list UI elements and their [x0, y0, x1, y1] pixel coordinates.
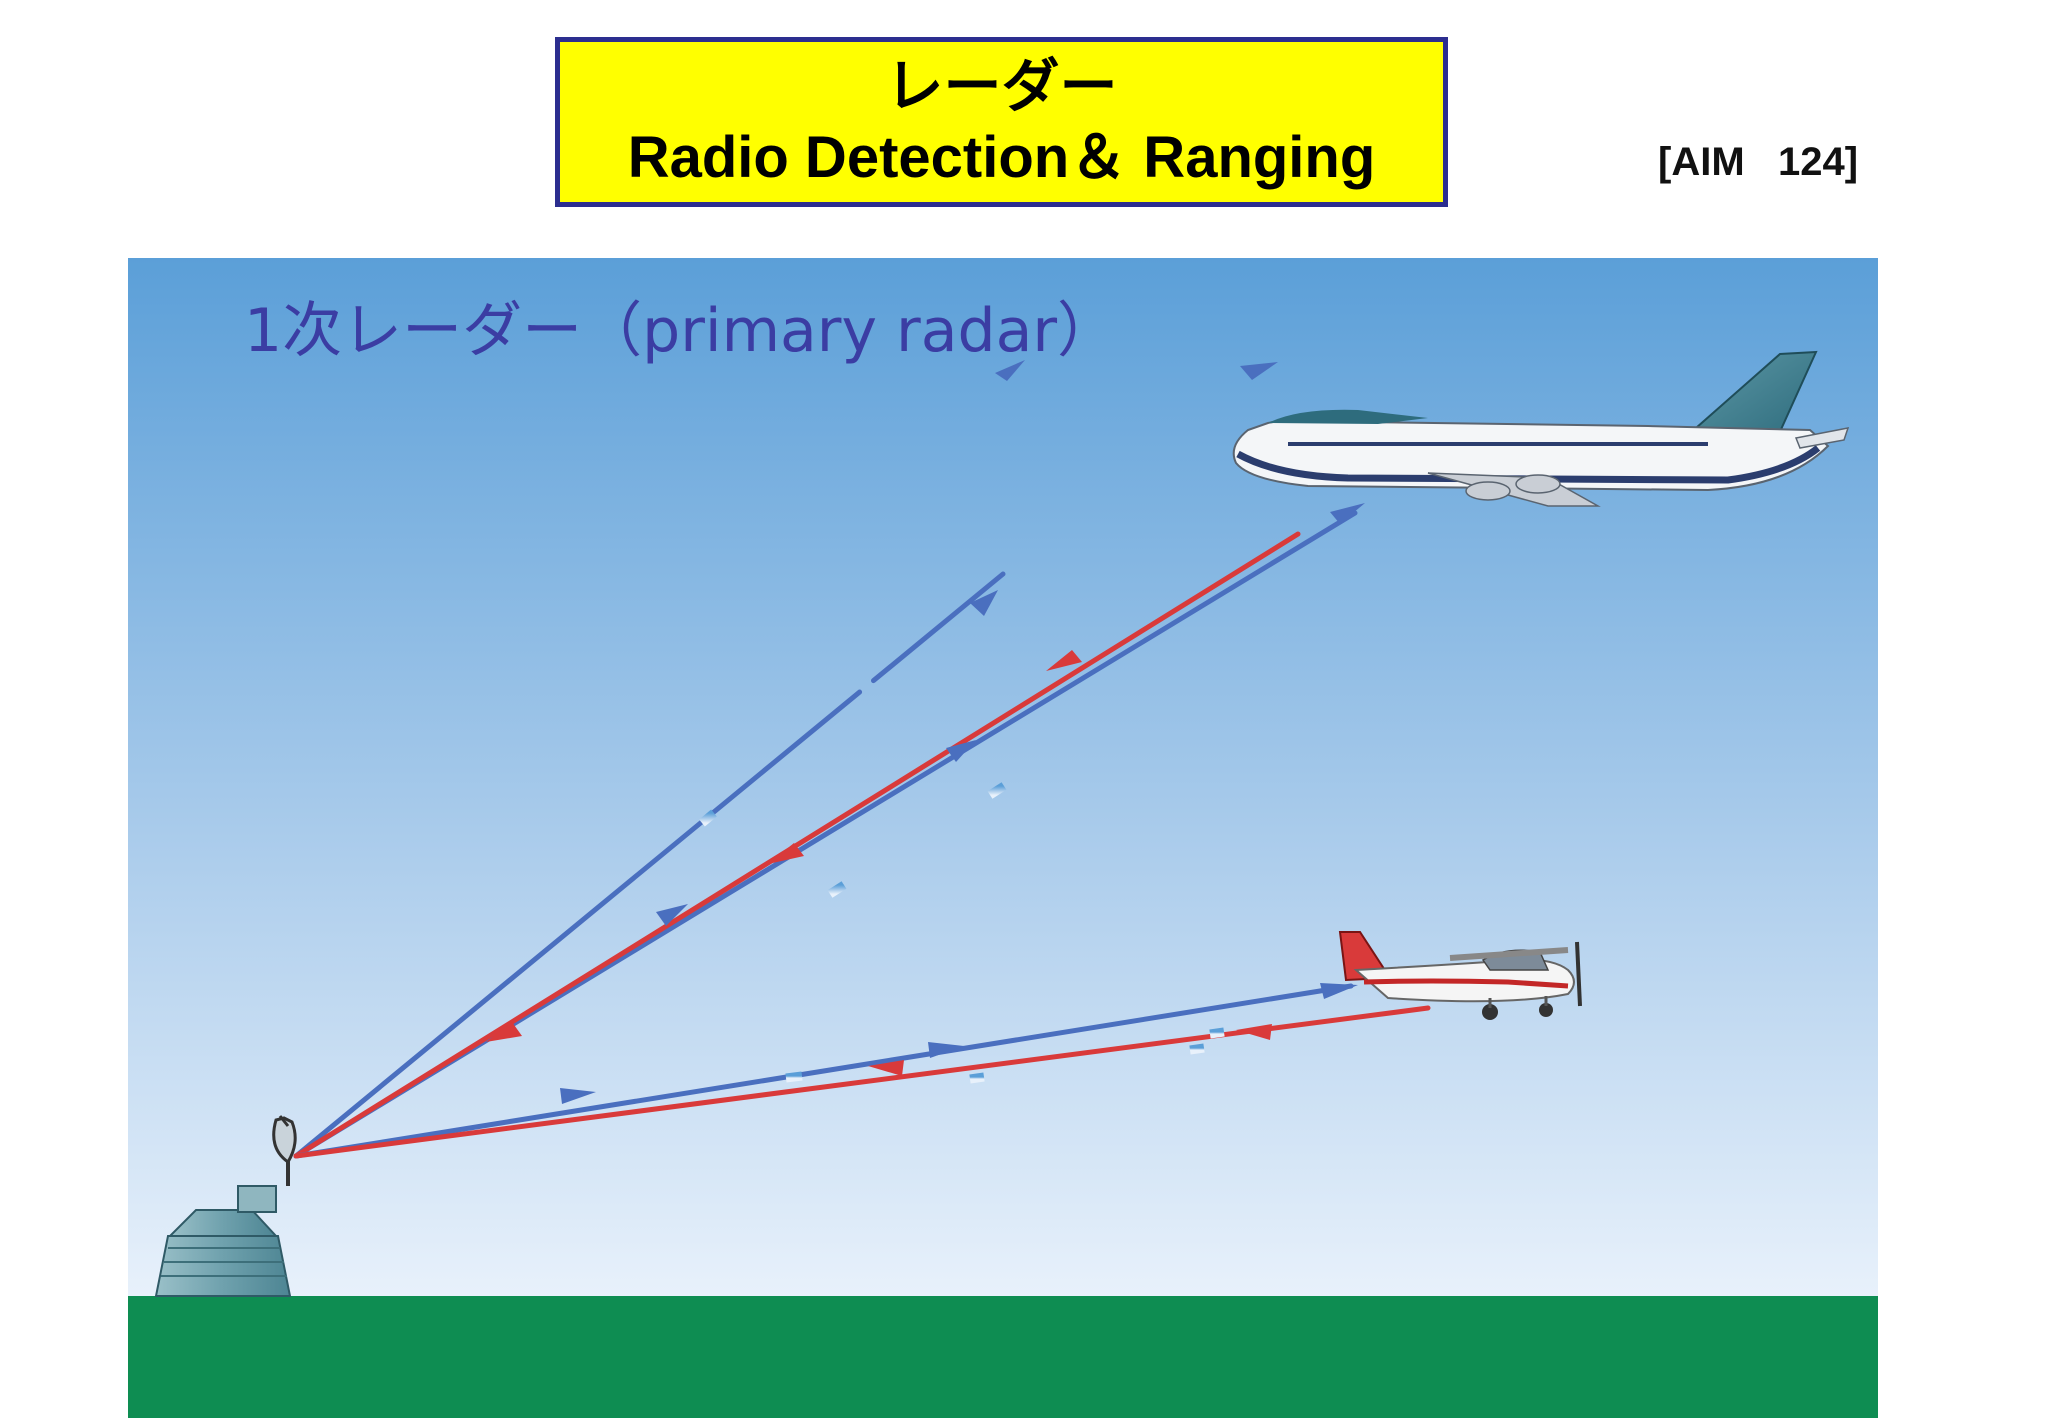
- title-box: レーダー Radio Detection＆ Ranging: [555, 37, 1448, 207]
- transmit-arrow-head: [946, 740, 976, 762]
- beam-gaps: [699, 782, 1225, 1084]
- transmit-arrow-head: [560, 1088, 596, 1104]
- transmit-arrow-head: [1240, 362, 1278, 380]
- diagram-caption: 1次レーダー（primary radar）: [244, 296, 1118, 366]
- return-arrow-head: [1046, 650, 1082, 671]
- transmit-arrow-head: [970, 590, 998, 616]
- ground: [128, 1296, 1878, 1418]
- transmit-arrow-head: [1320, 983, 1358, 999]
- transmit-arrow-head: [656, 904, 688, 926]
- radar-antenna-icon: [272, 1115, 297, 1186]
- transmit-arrow-head: [995, 360, 1025, 381]
- return-arrow-head: [1236, 1024, 1272, 1040]
- title-japanese: レーダー: [885, 52, 1118, 120]
- arrowheads: [486, 362, 1365, 1104]
- transmit-arrow-head: [1330, 503, 1365, 524]
- transmit-arrow-head: [928, 1042, 964, 1058]
- light-aircraft-icon: [1338, 931, 1582, 1020]
- airliner-icon: [1232, 350, 1850, 507]
- radar-diagram: 1次レーダー（primary radar）: [128, 258, 1878, 1418]
- title-english: Radio Detection＆ Ranging: [627, 125, 1376, 190]
- signal-paths: [293, 360, 1431, 1159]
- return-arrow-head: [868, 1060, 904, 1076]
- return-arrow-head: [486, 1022, 522, 1042]
- return-arrow-head: [768, 843, 804, 864]
- radar-building-icon: [154, 1185, 292, 1297]
- reference-label: [AIM 124]: [1658, 140, 1859, 184]
